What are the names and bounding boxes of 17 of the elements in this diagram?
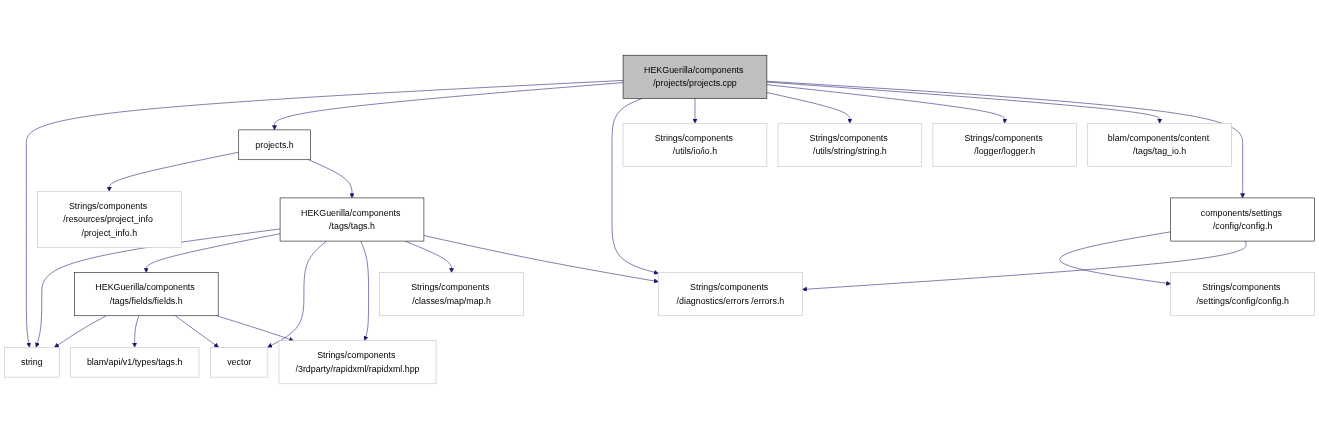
node-box: Strings/components /logger/logger.h <box>932 122 1077 167</box>
node-box: blam/api/v1/types/tags.h <box>70 347 200 378</box>
node-box: vector <box>210 347 269 378</box>
node-box: blam/components/content /tags/tag_io.h <box>1087 122 1232 167</box>
node-box: Strings/components /settings/config/config.h <box>1170 272 1315 317</box>
node-box: components/settings /config/config.h <box>1170 197 1315 242</box>
node-box: string <box>4 347 60 378</box>
node-box: HEKGuerilla/components /projects/projects.cpp <box>622 54 768 99</box>
node-box: Strings/components /classes/map/map.h <box>379 272 524 317</box>
node-box: HEKGuerilla/components /tags/fields/fields.h <box>74 272 219 317</box>
node-box: projects.h <box>238 129 311 161</box>
node-box: Strings/components /resources/project_info /project_info.h <box>37 191 182 248</box>
node-box: Strings/components /3rdparty/rapidxml/rapidxml.hpp <box>278 340 437 385</box>
node-box: Strings/components /diagnostics/errors /errors.h <box>658 272 803 317</box>
node-box: HEKGuerilla/components /tags/tags.h <box>279 197 425 242</box>
node-box: Strings/components /utils/string/string.h <box>777 122 923 167</box>
node-box: Strings/components /utils/io/io.h <box>622 122 768 167</box>
